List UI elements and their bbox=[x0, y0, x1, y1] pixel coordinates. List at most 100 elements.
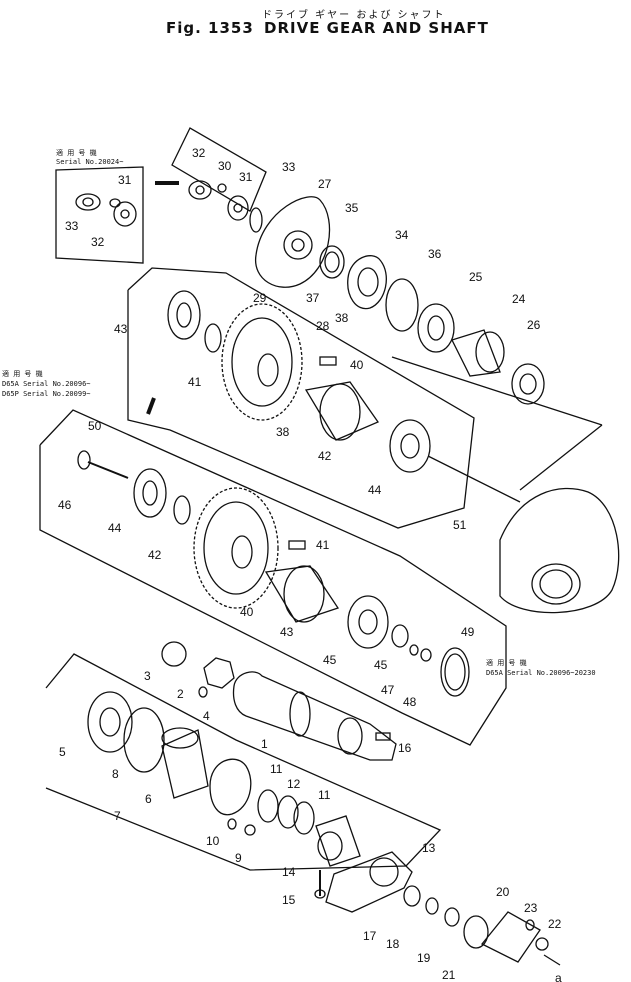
callout-a: a bbox=[555, 971, 562, 982]
part-21-cover bbox=[480, 911, 541, 963]
callout-50: 50 bbox=[88, 419, 102, 433]
part-44-bearing bbox=[167, 290, 201, 340]
serial-note-mid-d65a: D65A Serial No.20096~ bbox=[2, 380, 91, 388]
part-28-cover bbox=[255, 196, 331, 288]
callout-49: 49 bbox=[461, 625, 475, 639]
callout-38: 38 bbox=[276, 425, 290, 439]
part-44-bearing-lower bbox=[133, 468, 167, 518]
callout-22: 22 bbox=[548, 917, 562, 931]
part-33-nut bbox=[188, 180, 212, 200]
callout-21: 21 bbox=[442, 968, 456, 982]
part-18-spacer bbox=[403, 885, 421, 907]
callout-9: 9 bbox=[235, 851, 242, 865]
part-16-bushing bbox=[315, 815, 361, 867]
callout-23: 23 bbox=[524, 901, 538, 915]
part-41-key-lower bbox=[288, 540, 306, 550]
part-46-seal bbox=[391, 624, 409, 648]
callout-3: 3 bbox=[144, 669, 151, 683]
callout-31: 31 bbox=[239, 170, 253, 184]
callout-2: 2 bbox=[177, 687, 184, 701]
part-8-o-ring bbox=[123, 707, 165, 773]
callout-33: 33 bbox=[282, 160, 296, 174]
part-37-o-ring bbox=[385, 278, 419, 332]
callout-25: 25 bbox=[469, 270, 483, 284]
part-42-spacer bbox=[204, 323, 222, 353]
part-12-spacer bbox=[277, 795, 299, 829]
callout-24: 24 bbox=[512, 292, 526, 306]
part-36-seal bbox=[319, 245, 345, 279]
part-25-pinion-shaft bbox=[451, 329, 501, 377]
part-7-cage bbox=[209, 758, 252, 816]
callout-11: 11 bbox=[318, 788, 331, 802]
part-27-bearing bbox=[511, 363, 545, 405]
figure-title: DRIVE GEAR AND SHAFT bbox=[264, 19, 489, 37]
part-26-bearing bbox=[417, 303, 455, 353]
callout-42: 42 bbox=[148, 548, 162, 562]
inset-frame-top-left bbox=[55, 166, 144, 264]
part-24-washer bbox=[525, 919, 535, 931]
callout-32: 32 bbox=[192, 146, 206, 160]
callout-29: 29 bbox=[253, 291, 267, 305]
callout-1: 1 bbox=[261, 737, 268, 751]
callout-20: 20 bbox=[496, 885, 510, 899]
part-51-cover bbox=[440, 647, 470, 697]
part-20-nut bbox=[444, 907, 460, 927]
part-31-bolt-inset bbox=[109, 198, 121, 208]
part-11-snap-ring-2 bbox=[293, 801, 315, 835]
housing-a bbox=[499, 487, 620, 614]
callout-44: 44 bbox=[108, 521, 122, 535]
part-1-shaft bbox=[232, 671, 397, 761]
group-frame-lower bbox=[39, 409, 507, 746]
part-48-washer bbox=[409, 644, 419, 656]
callout-34: 34 bbox=[395, 228, 409, 242]
part-45-bearing bbox=[389, 419, 431, 473]
callout-45: 45 bbox=[374, 658, 388, 672]
part-32-washer bbox=[227, 195, 249, 221]
japanese-title: ドライブ ギヤー および シャフト bbox=[262, 10, 446, 21]
part-19-washer bbox=[425, 897, 439, 915]
callout-17: 17 bbox=[363, 929, 377, 943]
callout-36: 36 bbox=[428, 247, 442, 261]
part-40-gear bbox=[221, 303, 303, 421]
callout-41: 41 bbox=[316, 538, 330, 552]
part-32-washer-inset bbox=[113, 201, 137, 227]
group-frame-middle bbox=[127, 267, 475, 529]
callout-14: 14 bbox=[282, 865, 296, 879]
part-43-gear-shaft bbox=[304, 381, 379, 441]
serial-note-top: Serial No.20024~ bbox=[56, 158, 124, 166]
part-47-bolt bbox=[87, 461, 129, 479]
part-13-bracket bbox=[325, 851, 413, 913]
callout-44: 44 bbox=[368, 483, 382, 497]
callout-19: 19 bbox=[417, 951, 431, 965]
part-11-snap-ring bbox=[257, 789, 279, 823]
part-43-gear-shaft-lower bbox=[264, 565, 340, 623]
serial-note-mid-d65p: D65P Serial No.20099~ bbox=[2, 390, 91, 398]
callout-5: 5 bbox=[59, 745, 66, 759]
part-10-washer bbox=[227, 818, 237, 830]
callout-40: 40 bbox=[240, 605, 254, 619]
part-45-bearing-lower bbox=[347, 595, 389, 649]
callout-7: 7 bbox=[114, 809, 121, 823]
callout-35: 35 bbox=[345, 201, 359, 215]
callout-40: 40 bbox=[350, 358, 364, 372]
serial-note-top-heading: 適 用 号 機 bbox=[56, 149, 97, 157]
callout-6: 6 bbox=[145, 792, 152, 806]
part-4-lock bbox=[198, 686, 208, 698]
part-41-key bbox=[319, 356, 337, 366]
callout-27: 27 bbox=[318, 177, 332, 191]
callout-48: 48 bbox=[403, 695, 417, 709]
serial-note-right: D65A Serial No.20096~20230 bbox=[486, 669, 596, 677]
figure-number: Fig. 1353 bbox=[166, 19, 254, 37]
part-50-washer bbox=[77, 450, 91, 470]
callout-16: 16 bbox=[398, 741, 412, 755]
part-23-bolt bbox=[535, 937, 549, 951]
callout-43: 43 bbox=[280, 625, 294, 639]
callout-46: 46 bbox=[58, 498, 72, 512]
part-33-nut-inset bbox=[75, 193, 101, 211]
part-42-spacer-lower bbox=[173, 495, 191, 525]
callout-a: a bbox=[0, 0, 7, 3]
callout-28: 28 bbox=[316, 319, 330, 333]
callout-13: 13 bbox=[422, 841, 436, 855]
callout-47: 47 bbox=[381, 683, 395, 697]
